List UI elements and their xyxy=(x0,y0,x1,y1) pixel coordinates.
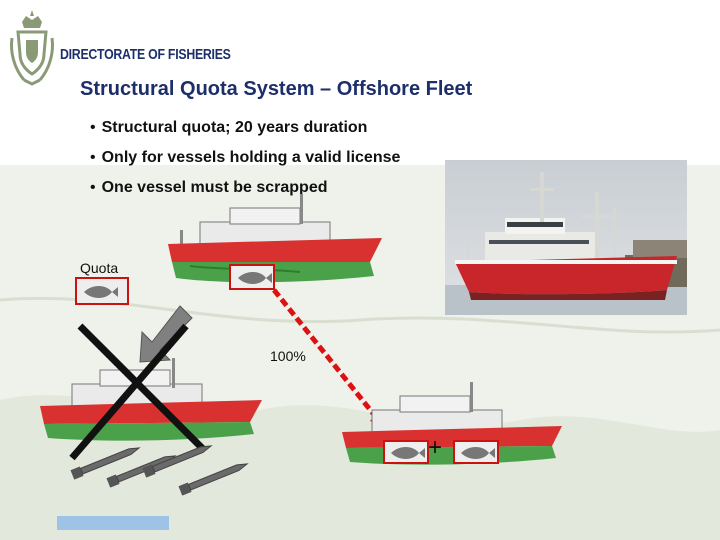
fish-icon xyxy=(391,447,425,459)
vessel-top xyxy=(168,194,382,290)
vessel-hull xyxy=(455,256,677,295)
royal-crest-icon xyxy=(10,10,54,86)
nail-icon xyxy=(70,447,141,480)
plus-sign: + xyxy=(428,434,443,461)
quota-label: Quota xyxy=(80,260,119,276)
fish-icon xyxy=(238,272,272,284)
slide-title: Structural Quota System – Offshore Fleet xyxy=(80,78,473,100)
bullet-text: One vessel must be scrapped xyxy=(101,179,328,196)
footer-accent-bar xyxy=(57,516,169,530)
fish-icon xyxy=(461,447,495,459)
nail-icon xyxy=(178,463,249,496)
bullet-item: •Structural quota; 20 years duration xyxy=(90,119,368,136)
transfer-percent-label: 100% xyxy=(270,348,306,364)
fish-icon xyxy=(84,286,118,298)
bullet-item: •One vessel must be scrapped xyxy=(90,179,328,196)
quota-box xyxy=(75,277,129,305)
nail-icon xyxy=(142,445,213,478)
logo-text: DIRECTORATE OF FISHERIES xyxy=(60,46,231,63)
logo xyxy=(8,8,56,86)
vessel-superstructure xyxy=(467,172,618,266)
bullet-text: Structural quota; 20 years duration xyxy=(101,119,368,136)
bullet-text: Only for vessels holding a valid license xyxy=(101,149,401,166)
scrapped-cross xyxy=(69,323,207,461)
bullet-item: •Only for vessels holding a valid licens… xyxy=(90,149,401,166)
vessel-receiver xyxy=(342,382,562,465)
vessel-photo xyxy=(445,160,687,315)
